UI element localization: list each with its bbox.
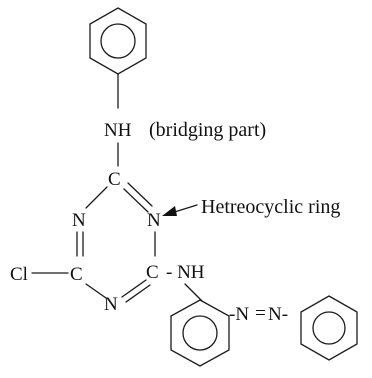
bridging-part-label: (bridging part) (149, 119, 266, 141)
bond-c-top-n-left (85, 186, 108, 209)
bond-nh-ring (184, 283, 203, 302)
cl-label: Cl (10, 264, 28, 285)
bond-n-bottom-c-right-1 (121, 279, 147, 298)
c-top-label: C (108, 169, 121, 190)
n-right-label: N (147, 210, 161, 231)
nh-top-label: NH (104, 120, 132, 141)
bond-c-top-n-right-2 (123, 188, 149, 213)
azo-equals: = (255, 303, 266, 324)
azo-n2-label: N- (268, 304, 288, 325)
c-right-label: C (146, 262, 159, 283)
right-benzene-ring (300, 295, 358, 361)
arrow-head (162, 206, 177, 216)
middle-benzene-ring (170, 299, 230, 367)
bond-n-bottom-c-right-2 (125, 284, 151, 303)
heterocyclic-ring-label: Hetreocyclic ring (201, 196, 340, 218)
n-left-label: N (72, 210, 86, 231)
c-left-label: C (70, 264, 83, 285)
nh-right-label: - NH (166, 262, 205, 283)
bond-c-left-n-bottom (85, 283, 107, 299)
azo-n1-label: -N (229, 304, 249, 325)
bond-c-top-n-right-1 (127, 182, 153, 207)
n-bottom-label: N (104, 294, 118, 315)
top-benzene-ring (89, 7, 147, 75)
